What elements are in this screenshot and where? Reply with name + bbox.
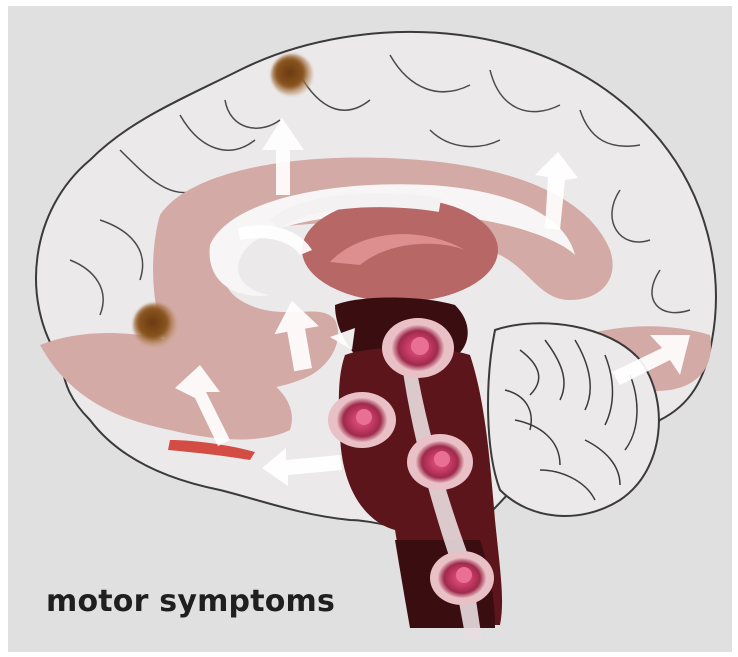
caption: motor symptoms <box>46 584 335 619</box>
cerebellum <box>488 323 659 516</box>
cortical-lesion-icon <box>271 54 313 96</box>
lewy-body-cluster-icon <box>430 551 494 605</box>
lewy-body-cluster-icon <box>328 392 396 448</box>
cortical-lesion-icon <box>133 303 177 347</box>
thalamus <box>302 198 498 302</box>
lewy-body-cluster-icon <box>407 434 473 490</box>
lewy-body-cluster-icon <box>382 318 454 378</box>
